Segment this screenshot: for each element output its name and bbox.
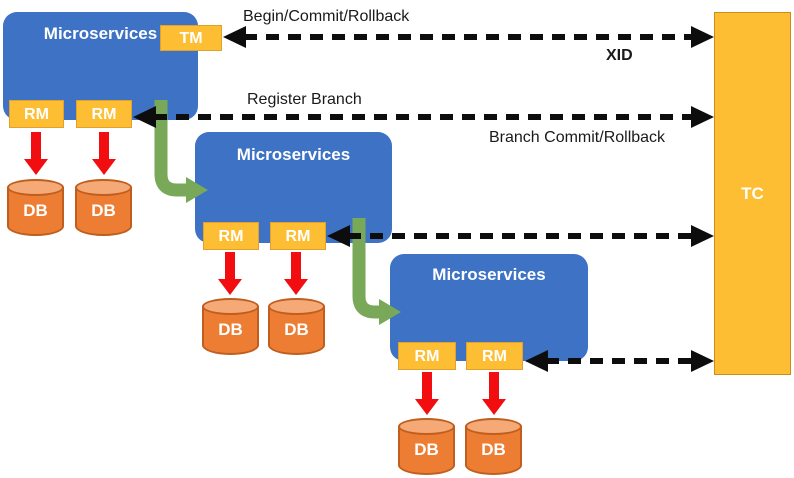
arrowhead-right-icon: [691, 225, 714, 247]
connector-rm2-tc: [327, 225, 714, 247]
rm-badge: RM: [9, 100, 64, 128]
connector-rm1-tc: [133, 106, 714, 128]
rm-badge: RM: [398, 342, 456, 370]
microservice-title: Microservices: [43, 24, 158, 43]
label-xid: XID: [606, 47, 633, 64]
db-label: DB: [23, 201, 48, 220]
label-begin-commit-rollback: Begin/Commit/Rollback: [243, 8, 410, 25]
rm-badge: RM: [203, 222, 259, 250]
db-cylinder: DB: [7, 179, 64, 236]
arrowhead-left-icon: [525, 350, 548, 372]
rm-badge: RM: [270, 222, 326, 250]
db-label: DB: [481, 440, 506, 459]
arrowhead-left-icon: [133, 106, 156, 128]
tc-box: TC: [714, 12, 791, 375]
arrowhead-left-icon: [327, 225, 350, 247]
db-label: DB: [414, 440, 439, 459]
db-cylinder: DB: [268, 298, 325, 355]
db-cylinder: DB: [202, 298, 259, 355]
rm-badge: RM: [466, 342, 523, 370]
connector-tm-tc: [223, 26, 714, 48]
arrowhead-right-icon: [691, 106, 714, 128]
arrowhead-right-icon: [691, 350, 714, 372]
connector-rm3-tc: [525, 350, 714, 372]
tc-label: TC: [741, 183, 764, 203]
tm-badge: TM: [160, 25, 222, 51]
db-cylinder: DB: [75, 179, 132, 236]
db-cylinder: DB: [465, 418, 522, 475]
db-label: DB: [218, 320, 243, 339]
db-label: DB: [91, 201, 116, 220]
db-label: DB: [284, 320, 309, 339]
microservice-title: Microservices: [236, 145, 351, 164]
arrowhead-right-icon: [691, 26, 714, 48]
arrowhead-left-icon: [223, 26, 246, 48]
label-register-branch: Register Branch: [247, 91, 362, 108]
microservice-title: Microservices: [432, 265, 546, 284]
rm-badge: RM: [76, 100, 132, 128]
label-branch-commit-rollback: Branch Commit/Rollback: [489, 129, 666, 146]
db-cylinder: DB: [398, 418, 455, 475]
